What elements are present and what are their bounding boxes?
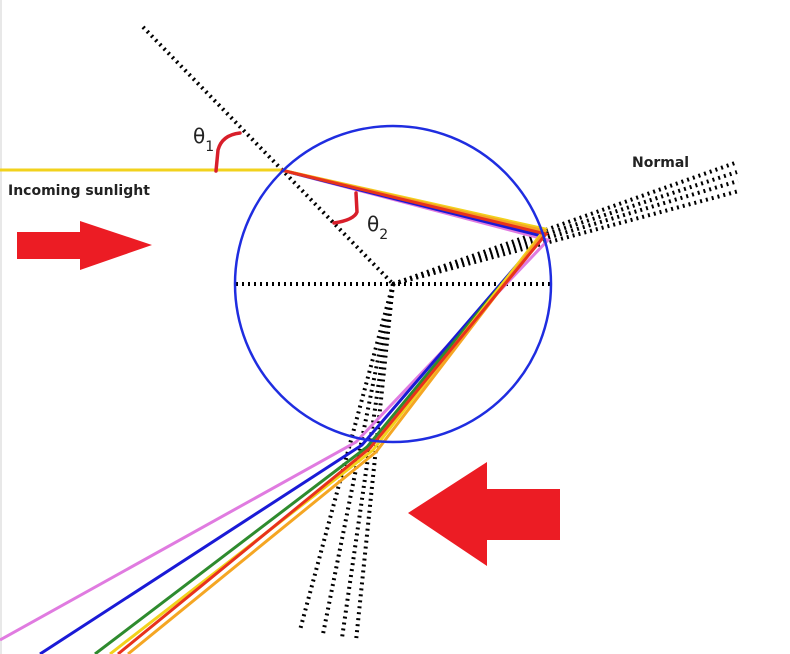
red-right-arrow-icon — [17, 221, 152, 270]
left-edge-line — [0, 0, 2, 654]
ray-red — [117, 168, 549, 654]
theta2-angle-mark — [332, 191, 359, 225]
normal-line-back-4 — [392, 189, 740, 286]
incoming-sunlight-label: Incoming sunlight — [8, 183, 150, 199]
theta2-label: θ2 — [367, 212, 388, 243]
normal-line-exit-1 — [298, 283, 395, 631]
ray-yellow — [109, 168, 548, 654]
theta1-angle-mark — [214, 131, 242, 173]
normal-line-entry — [141, 25, 395, 286]
ray-green — [94, 168, 547, 654]
normal-line-back-3 — [392, 179, 739, 286]
theta1-label: θ1 — [193, 124, 214, 155]
normal-label: Normal — [632, 155, 689, 171]
red-left-arrow-icon — [408, 462, 560, 566]
raindrop-circle — [233, 124, 553, 444]
